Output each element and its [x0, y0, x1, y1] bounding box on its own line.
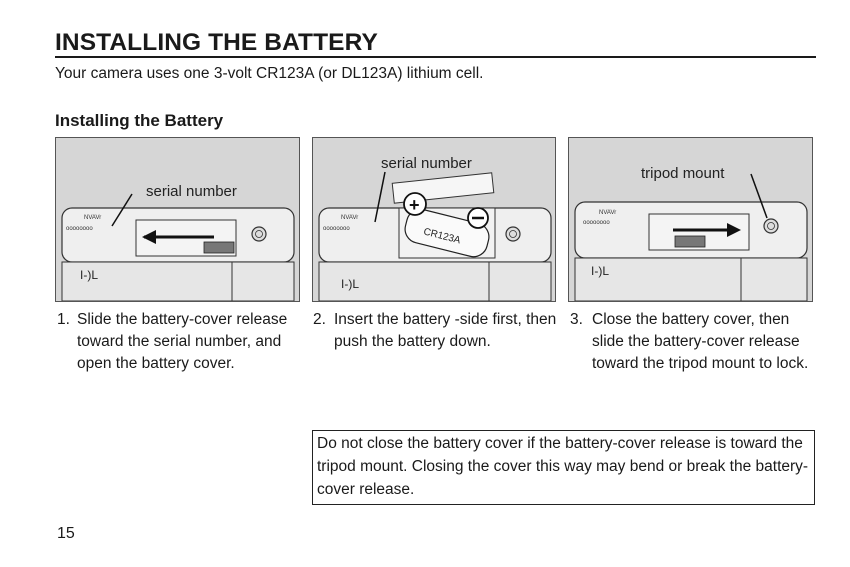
- step-1-text: Slide the battery-cover release toward t…: [77, 311, 288, 372]
- step-3: 3. Close the battery cover, then slide t…: [570, 309, 818, 375]
- page-title: INSTALLING THE BATTERY: [55, 29, 378, 56]
- intro-text: Your camera uses one 3-volt CR123A (or D…: [55, 65, 484, 82]
- camera-bottom-illustration-1: NVAVr oooooooo I-)L serial number: [56, 138, 299, 301]
- step-2-text: Insert the battery -side first, then pus…: [334, 311, 557, 350]
- serial-number-callout-2: serial number: [381, 155, 472, 172]
- figure-insert-battery: + CR123A NVAVr oooooooo I-)L serial numb…: [312, 137, 556, 302]
- section-heading: Installing the Battery: [55, 111, 224, 130]
- step-2-number: 2.: [313, 311, 326, 328]
- model-marking-3: I-)L: [591, 264, 609, 278]
- step-1-number: 1.: [57, 311, 70, 328]
- title-underline: [55, 56, 816, 58]
- step-2: 2. Insert the battery -side first, then …: [313, 309, 563, 353]
- svg-text:oooooooo: oooooooo: [323, 226, 350, 232]
- figure-close-cover: NVAVr oooooooo I-)L tripod mount: [568, 137, 813, 302]
- camera-bottom-illustration-2: + CR123A NVAVr oooooooo I-)L serial numb…: [313, 138, 555, 301]
- svg-text:NVAVr: NVAVr: [341, 215, 358, 221]
- step-3-text: Close the battery cover, then slide the …: [592, 311, 809, 372]
- caution-note: Do not close the battery cover if the ba…: [312, 430, 815, 505]
- plus-sign: +: [409, 195, 420, 215]
- model-marking-2: I-)L: [341, 277, 359, 291]
- step-3-number: 3.: [570, 311, 583, 328]
- camera-bottom-illustration-3: NVAVr oooooooo I-)L tripod mount: [569, 138, 812, 301]
- svg-text:NVAVr: NVAVr: [84, 215, 101, 221]
- svg-text:oooooooo: oooooooo: [583, 220, 610, 226]
- figure-slide-release: NVAVr oooooooo I-)L serial number: [55, 137, 300, 302]
- svg-text:NVAVr: NVAVr: [599, 210, 616, 216]
- model-marking-1: I-)L: [80, 268, 98, 282]
- page-number: 15: [57, 525, 75, 542]
- svg-text:oooooooo: oooooooo: [66, 226, 93, 232]
- serial-number-callout-1: serial number: [146, 183, 237, 200]
- step-1: 1. Slide the battery-cover release towar…: [57, 309, 302, 375]
- tripod-mount-callout: tripod mount: [641, 165, 725, 182]
